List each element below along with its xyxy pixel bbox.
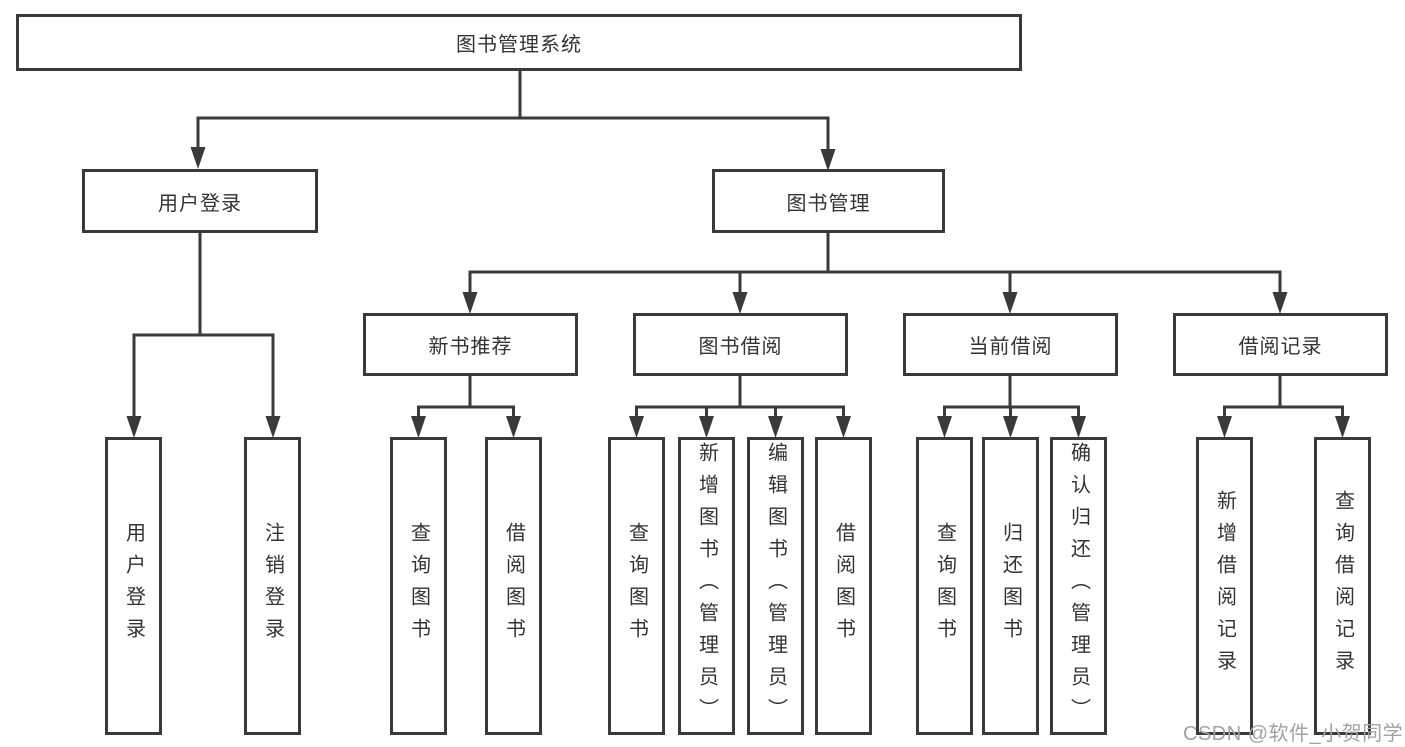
leaf-query-borrow-record: 查询借阅记录 bbox=[1314, 437, 1371, 735]
leaf-label: 新增借阅记录 bbox=[1213, 490, 1236, 682]
leaf-return-books: 归还图书 bbox=[982, 437, 1039, 735]
leaf-label: 查询图书 bbox=[407, 522, 430, 650]
node-label: 当前借阅 bbox=[968, 336, 1053, 358]
node-label: 新书推荐 bbox=[428, 336, 513, 358]
leaf-label: 用户登录 bbox=[122, 522, 145, 650]
leaf-label: 借阅图书 bbox=[502, 522, 525, 650]
node-library-management-system: 图书管理系统 bbox=[16, 14, 1022, 71]
leaf-label: 编辑图书（管理员） bbox=[764, 442, 787, 730]
node-label: 用户登录 bbox=[158, 192, 242, 215]
leaf-label: 确认归还（管理员） bbox=[1067, 442, 1090, 730]
node-label: 图书借阅 bbox=[698, 336, 783, 358]
arrowheads bbox=[126, 147, 1350, 438]
node-user-login: 用户登录 bbox=[82, 169, 318, 233]
leaf-query-books-current: 查询图书 bbox=[916, 437, 973, 735]
leaf-edit-books-admin: 编辑图书（管理员） bbox=[747, 437, 804, 735]
node-book-borrowing: 图书借阅 bbox=[633, 313, 848, 376]
node-current-borrowing: 当前借阅 bbox=[903, 313, 1118, 376]
leaf-logout: 注销登录 bbox=[244, 437, 301, 735]
leaf-label: 新增图书（管理员） bbox=[695, 442, 718, 730]
leaf-add-borrow-record: 新增借阅记录 bbox=[1196, 437, 1253, 735]
leaf-label: 查询借阅记录 bbox=[1331, 490, 1354, 682]
leaf-query-books-recommend: 查询图书 bbox=[390, 437, 447, 735]
node-label: 图书管理系统 bbox=[456, 34, 582, 56]
node-label: 图书管理 bbox=[786, 192, 871, 215]
node-book-management: 图书管理 bbox=[712, 169, 945, 233]
leaf-label: 注销登录 bbox=[261, 522, 284, 650]
leaf-label: 查询图书 bbox=[933, 522, 956, 650]
leaf-borrow-books-recommend: 借阅图书 bbox=[485, 437, 542, 735]
leaf-user-login: 用户登录 bbox=[105, 437, 162, 735]
leaf-borrow-books-borrowing: 借阅图书 bbox=[815, 437, 872, 735]
leaf-query-books-borrowing: 查询图书 bbox=[608, 437, 665, 735]
leaf-label: 查询图书 bbox=[625, 522, 648, 650]
node-label: 借阅记录 bbox=[1238, 336, 1323, 358]
leaf-label: 归还图书 bbox=[999, 522, 1022, 650]
leaf-confirm-return-admin: 确认归还（管理员） bbox=[1050, 437, 1107, 735]
leaf-add-books-admin: 新增图书（管理员） bbox=[678, 437, 735, 735]
leaf-label: 借阅图书 bbox=[832, 522, 855, 650]
csdn-watermark: CSDN @软件_小贺同学 bbox=[1183, 723, 1404, 745]
node-new-book-recommendation: 新书推荐 bbox=[363, 313, 578, 376]
node-borrowing-records: 借阅记录 bbox=[1173, 313, 1388, 376]
